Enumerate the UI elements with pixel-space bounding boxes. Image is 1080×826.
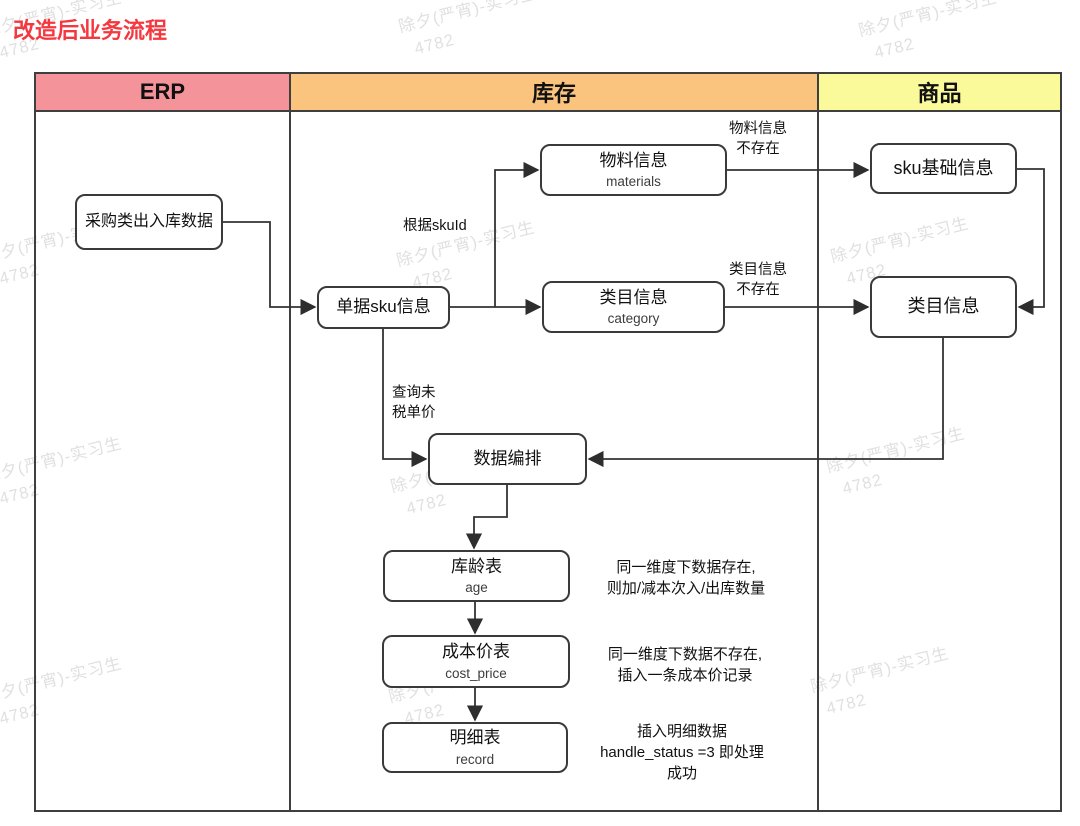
node-materials: 物料信息 materials [540,144,727,196]
node-subtitle: record [455,751,495,767]
node-title: 单据sku信息 [336,297,431,317]
node-subtitle: age [465,580,488,596]
edge-label-category-missing: 类目信息 不存在 [729,262,787,298]
lane-header-product: 商品 [819,74,1060,112]
node-title: 库龄表 [451,556,502,576]
node-title: 明细表 [449,728,501,748]
node-title: 类目信息 [907,296,980,317]
node-subtitle: cost_price [445,665,507,681]
node-category-product: 类目信息 [870,276,1017,338]
node-title: 类目信息 [599,287,668,307]
node-data-orchestration: 数据编排 [428,433,587,485]
lane-header-inventory: 库存 [291,74,817,112]
lane-inventory: 库存 [289,74,817,810]
node-doc-sku-info: 单据sku信息 [317,286,450,329]
edge-label-by-skuid: 根据skuId [403,218,467,234]
swimlane-container: ERP 库存 商品 [34,72,1062,812]
lane-erp: ERP [36,74,289,810]
annotation-age-note: 同一维度下数据存在, 则加/减本次入/出库数量 [606,559,766,597]
node-subtitle: category [607,311,660,327]
node-category-inventory: 类目信息 category [542,281,725,333]
node-title: 采购类出入库数据 [84,213,213,231]
node-sku-base-info: sku基础信息 [870,143,1017,194]
node-title: 物料信息 [599,150,668,170]
lane-header-erp: ERP [36,74,289,112]
edge-label-materials-missing: 物料信息 不存在 [729,121,787,157]
node-subtitle: materials [606,174,661,190]
node-title: sku基础信息 [893,157,994,178]
page-title: 改造后业务流程 [13,18,168,43]
annotation-record-note: 插入明细数据 handle_status =3 即处理 成功 [600,723,764,782]
node-cost-price-table: 成本价表 cost_price [382,635,570,688]
node-title: 数据编排 [473,448,542,468]
annotation-cost-note: 同一维度下数据不存在, 插入一条成本价记录 [607,646,763,684]
node-purchase-data: 采购类出入库数据 [75,194,223,250]
node-age-table: 库龄表 age [383,550,570,602]
node-record-table: 明细表 record [382,722,568,773]
node-title: 成本价表 [442,642,510,662]
edge-label-query-untaxed-price: 查询未 税单价 [392,385,436,421]
